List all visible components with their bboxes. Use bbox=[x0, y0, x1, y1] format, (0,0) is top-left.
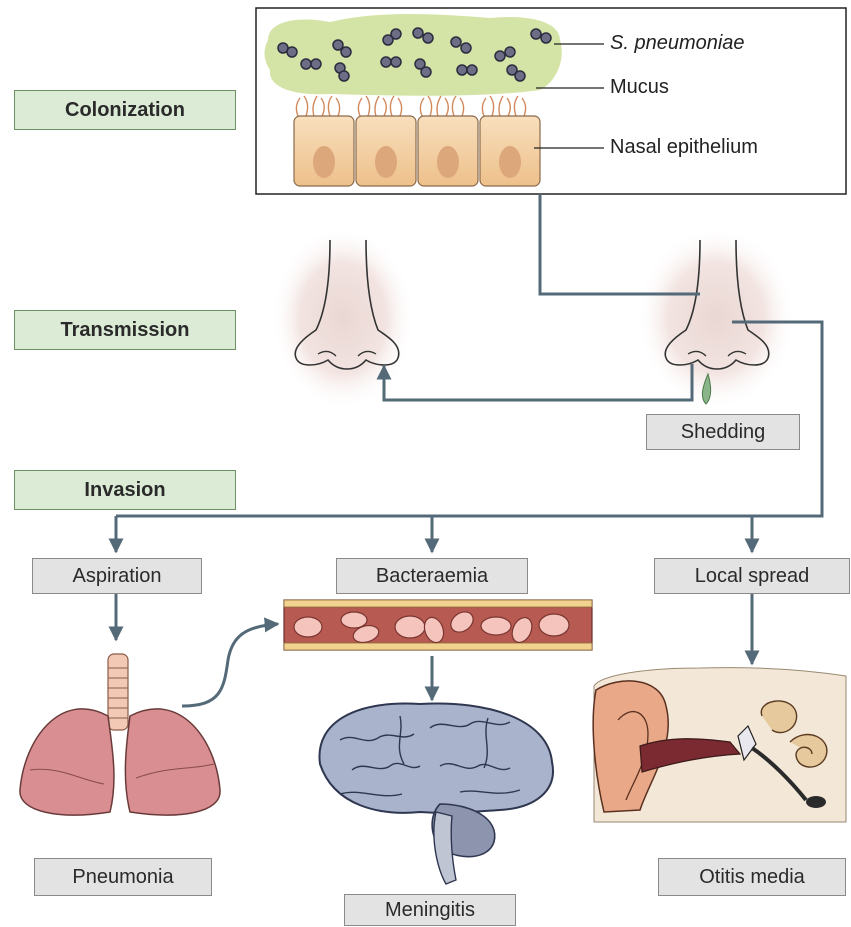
label-meningitis: Meningitis bbox=[344, 894, 516, 926]
label-pneumonia: Pneumonia bbox=[34, 858, 212, 896]
callout-mucus: Mucus bbox=[610, 76, 669, 99]
colonization-inset bbox=[256, 8, 846, 194]
mucus-layer bbox=[265, 14, 562, 96]
callout-nasal-epithelium: Nasal epithelium bbox=[610, 136, 758, 159]
label-local-spread: Local spread bbox=[654, 558, 850, 594]
ear-illustration bbox=[593, 668, 846, 822]
brain-illustration bbox=[319, 703, 553, 884]
lungs-illustration bbox=[20, 654, 220, 815]
label-shedding: Shedding bbox=[646, 414, 800, 450]
nose-recipient bbox=[271, 226, 415, 410]
stage-colonization: Colonization bbox=[14, 90, 236, 130]
label-otitis-media: Otitis media bbox=[658, 858, 846, 896]
stage-transmission: Transmission bbox=[14, 310, 236, 350]
label-bacteraemia: Bacteraemia bbox=[336, 558, 528, 594]
stage-invasion: Invasion bbox=[14, 470, 236, 510]
label-aspiration: Aspiration bbox=[32, 558, 202, 594]
callout-s-pneumoniae: S. pneumoniae bbox=[610, 32, 745, 55]
nose-carrier bbox=[636, 226, 796, 410]
blood-vessel bbox=[284, 600, 592, 650]
